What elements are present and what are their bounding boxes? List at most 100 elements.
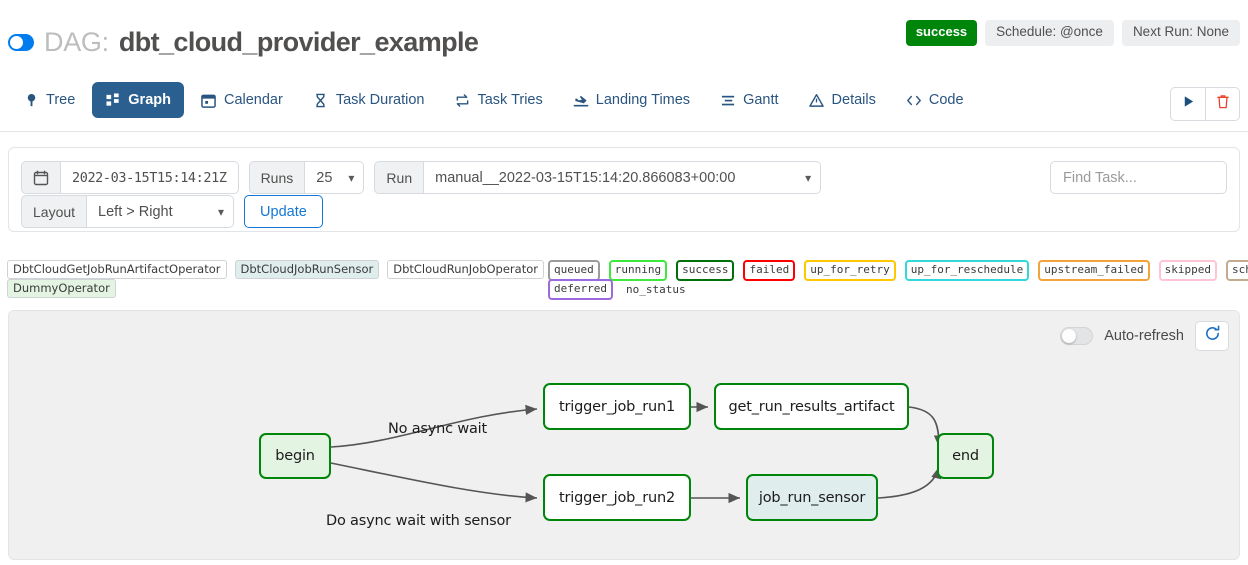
operator-legend-item: DbtCloudRunJobOperator xyxy=(387,260,544,280)
tab-graph[interactable]: Graph xyxy=(92,82,184,118)
edge-label-do-async-wait-with-sensor: Do async wait with sensor xyxy=(326,513,511,529)
node-label: trigger_job_run1 xyxy=(559,398,675,415)
tab-landing-times[interactable]: Landing Times xyxy=(560,82,703,118)
legend-zone: DbtCloudGetJobRunArtifactOperator DbtClo… xyxy=(0,256,1248,304)
status-legend-no-status: no_status xyxy=(625,282,686,296)
dag-graph-canvas[interactable]: begin trigger_job_run1 get_run_results_a… xyxy=(9,311,1239,559)
node-label: end xyxy=(952,448,979,464)
landing-icon xyxy=(573,92,589,108)
dag-node-job-run-sensor[interactable]: job_run_sensor xyxy=(746,474,878,521)
dag-view-tabbar: Tree Graph xyxy=(0,82,1248,132)
page-header: DAG: dbt_cloud_provider_example success … xyxy=(0,0,1248,72)
edge-artifact-to-end xyxy=(908,406,945,448)
operator-legend-item: DbtCloudGetJobRunArtifactOperator xyxy=(7,260,227,280)
node-label: begin xyxy=(275,448,315,464)
tree-icon xyxy=(23,92,39,108)
tab-gantt[interactable]: Gantt xyxy=(707,82,791,118)
tab-task-tries[interactable]: Task Tries xyxy=(441,82,555,118)
execution-date-group: 2022-03-15T15:14:21Z xyxy=(21,161,239,194)
edge-sensor-to-end xyxy=(877,466,942,499)
status-legend-row-2: deferred no_status xyxy=(548,279,686,300)
chevron-down-icon: ▾ xyxy=(805,170,812,185)
layout-select[interactable]: Left > Right ▾ xyxy=(86,195,235,228)
delete-dag-button[interactable] xyxy=(1205,88,1239,120)
calendar-icon[interactable] xyxy=(21,161,60,194)
dag-pause-toggle[interactable] xyxy=(8,34,34,51)
tab-code[interactable]: Code xyxy=(893,82,977,118)
play-icon xyxy=(1182,95,1195,113)
auto-refresh-toggle[interactable] xyxy=(1060,327,1094,345)
warning-triangle-icon xyxy=(809,92,825,108)
dag-node-end[interactable]: end xyxy=(937,433,994,479)
update-button[interactable]: Update xyxy=(244,195,323,228)
tab-details[interactable]: Details xyxy=(796,82,889,118)
runs-count-value: 25 xyxy=(316,169,333,186)
status-legend-running: running xyxy=(608,260,668,281)
runs-count-select[interactable]: 25 ▾ xyxy=(304,161,365,194)
tab-label: Details xyxy=(831,92,876,108)
dag-prefix-label: DAG: xyxy=(44,27,109,57)
tab-label: Task Duration xyxy=(335,92,425,108)
schedule-badge: Schedule: @once xyxy=(985,20,1114,46)
status-legend-upstream-failed: upstream_failed xyxy=(1038,260,1150,281)
filter-row-primary: 2022-03-15T15:14:21Z Runs 25 ▾ Run manua… xyxy=(21,161,822,194)
operator-legend-item: DbtCloudJobRunSensor xyxy=(234,260,380,280)
layout-label: Layout xyxy=(21,195,87,228)
status-legend-row-1: queued running success failed up_for_ret… xyxy=(548,260,1248,281)
find-task-input[interactable]: Find Task... xyxy=(1050,161,1227,194)
dag-node-trigger-job-run2[interactable]: trigger_job_run2 xyxy=(543,474,691,521)
status-legend-scheduled: scheduled xyxy=(1226,260,1248,281)
tab-label: Code xyxy=(928,92,964,108)
dag-node-get-run-results-artifact[interactable]: get_run_results_artifact xyxy=(714,383,909,430)
dag-edges xyxy=(330,401,945,504)
dag-name-label: dbt_cloud_provider_example xyxy=(118,27,479,57)
tab-label: Calendar xyxy=(223,92,283,108)
gantt-icon xyxy=(720,92,736,108)
auto-refresh-label: Auto-refresh xyxy=(1104,328,1184,344)
dag-run-select[interactable]: manual__2022-03-15T15:14:20.866083+00:00… xyxy=(423,161,822,194)
run-label: Run xyxy=(374,161,424,194)
dag-action-buttons xyxy=(1170,87,1240,121)
tab-label: Graph xyxy=(128,92,171,108)
next-run-badge: Next Run: None xyxy=(1121,20,1240,46)
graph-icon xyxy=(105,92,121,108)
dag-graph-panel: Auto-refresh xyxy=(8,310,1240,560)
edge-label-no-async-wait: No async wait xyxy=(388,421,487,437)
status-legend-queued: queued xyxy=(548,260,600,281)
tab-task-duration[interactable]: Task Duration xyxy=(300,82,438,118)
dag-view-tabs: Tree Graph xyxy=(10,82,977,118)
tab-label: Task Tries xyxy=(477,92,543,108)
refresh-icon xyxy=(1204,325,1221,347)
trigger-dag-button[interactable] xyxy=(1171,88,1205,120)
chevron-down-icon: ▾ xyxy=(348,170,355,185)
tab-label: Landing Times xyxy=(595,92,691,108)
tab-label: Gantt xyxy=(743,92,779,108)
dag-node-begin[interactable]: begin xyxy=(259,433,331,479)
dag-run-group: Run manual__2022-03-15T15:14:20.866083+0… xyxy=(374,161,822,194)
hourglass-icon xyxy=(313,92,329,108)
status-legend-up-for-retry: up_for_retry xyxy=(804,260,896,281)
operator-legend-row-1: DbtCloudGetJobRunArtifactOperator DbtClo… xyxy=(7,260,544,280)
status-legend-success: success xyxy=(676,260,735,281)
status-badge: success xyxy=(905,20,978,46)
retry-icon xyxy=(454,92,470,108)
runs-label: Runs xyxy=(248,161,305,194)
dag-title: DAG: dbt_cloud_provider_example xyxy=(8,27,479,58)
refresh-button[interactable] xyxy=(1195,321,1229,351)
status-legend-failed: failed xyxy=(743,260,796,281)
chevron-down-icon: ▾ xyxy=(218,204,225,219)
execution-date-input[interactable]: 2022-03-15T15:14:21Z xyxy=(60,161,239,194)
dag-node-trigger-job-run1[interactable]: trigger_job_run1 xyxy=(543,383,691,430)
status-legend-deferred: deferred xyxy=(548,279,613,300)
dag-run-value: manual__2022-03-15T15:14:20.866083+00:00 xyxy=(435,169,736,186)
layout-value: Left > Right xyxy=(98,203,173,220)
operator-legend-item: DummyOperator xyxy=(7,279,116,299)
edge-begin-to-trigger2 xyxy=(330,462,538,503)
tab-tree[interactable]: Tree xyxy=(10,82,88,118)
dag-filter-panel: 2022-03-15T15:14:21Z Runs 25 ▾ Run manua… xyxy=(8,147,1240,232)
layout-group: Layout Left > Right ▾ xyxy=(21,195,235,228)
graph-toolbar: Auto-refresh xyxy=(1060,321,1229,351)
tab-calendar[interactable]: Calendar xyxy=(188,82,296,118)
node-label: trigger_job_run2 xyxy=(559,489,675,506)
